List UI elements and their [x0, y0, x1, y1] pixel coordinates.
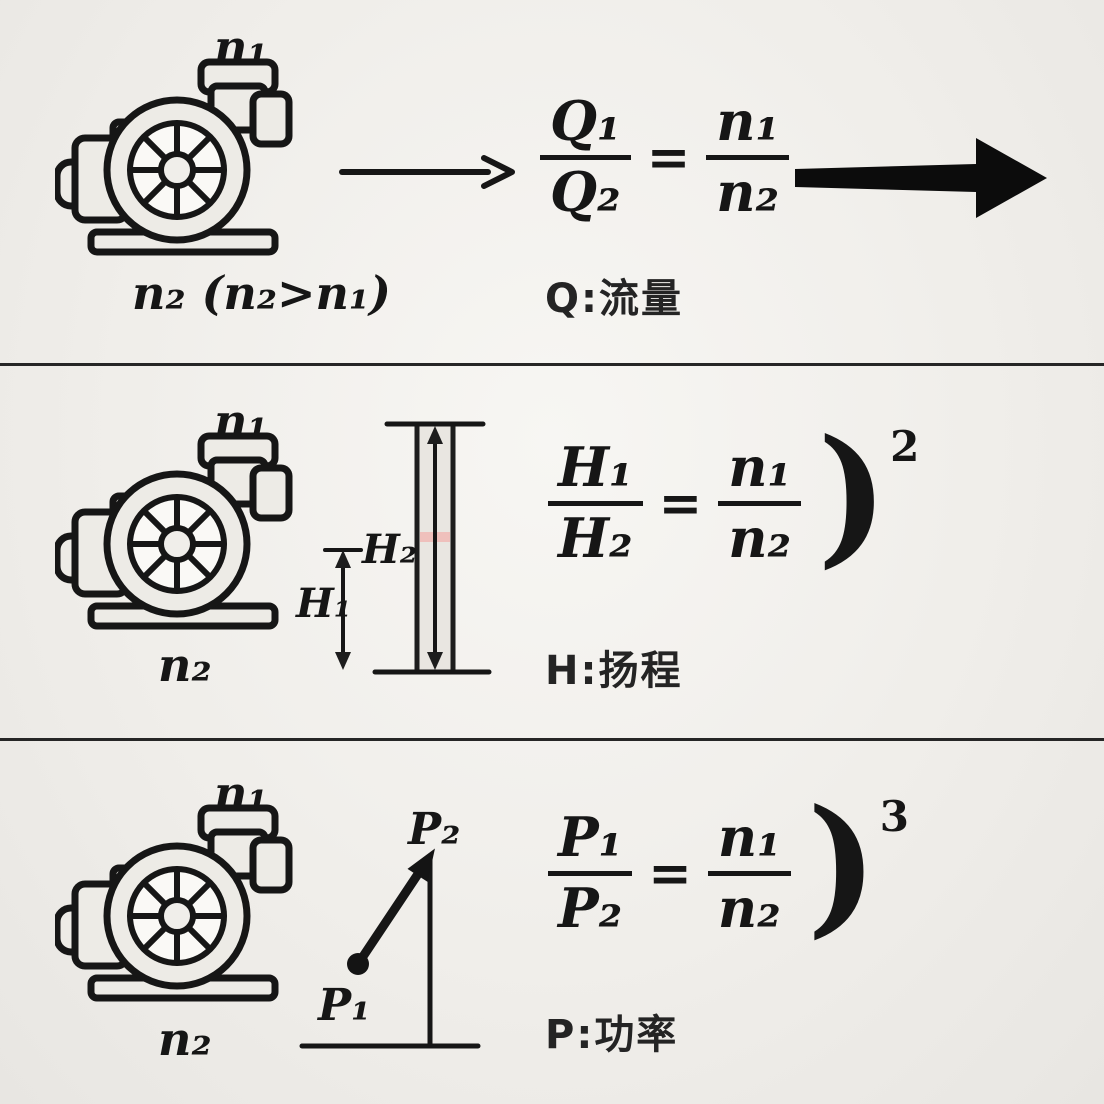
exponent-group: ) 3: [807, 790, 909, 948]
caption-flow: Q:流量: [545, 276, 683, 322]
speed-label-n2: n₂: [158, 638, 212, 692]
fraction-n-denominator: n₂: [716, 159, 780, 224]
power-vector-diagram: [299, 848, 481, 1049]
exponent-value: 2: [890, 422, 920, 471]
fraction-p: P₁ P₂: [548, 810, 633, 940]
speed-label-n2: n₂ (n₂>n₁): [132, 266, 391, 320]
fraction-p-denominator: P₂: [558, 875, 623, 940]
fraction-n: n₁ n₂: [718, 440, 802, 570]
fraction-n-numerator: n₁: [706, 94, 790, 160]
fraction-n: n₁ n₂: [707, 810, 791, 940]
formula-power: P₁ P₂ = n₁ n₂ ) 3: [548, 790, 909, 948]
fraction-h-denominator: H₂: [558, 505, 633, 570]
speed-label-n1: n₁: [214, 394, 268, 448]
divider-2: [0, 738, 1104, 741]
formula-flow: Q₁ Q₂ = n₁ n₂: [540, 82, 807, 232]
fraction-n-denominator: n₂: [717, 875, 781, 940]
fraction-p-numerator: P₁: [548, 810, 633, 876]
exponent-group: ) 2: [817, 420, 920, 578]
speed-label-n1: n₁: [214, 766, 268, 820]
speed-label-n2: n₂: [158, 1012, 212, 1066]
p1-label: P₁: [318, 980, 371, 1031]
equals-sign: =: [646, 126, 691, 188]
fraction-h: H₁ H₂: [548, 440, 643, 565]
exponent-value: 3: [879, 792, 909, 841]
fraction-n-denominator: n₂: [728, 505, 792, 570]
formula-head: H₁ H₂ = n₁ n₂ ) 2: [548, 420, 920, 578]
bold-arrow-icon: [795, 138, 1047, 218]
closing-paren: ): [806, 777, 878, 953]
h1-label: H₁: [296, 580, 352, 627]
fraction-n-numerator: n₁: [707, 810, 791, 876]
fraction-n: n₁ n₂: [706, 94, 790, 224]
fraction-q-denominator: Q₂: [550, 159, 621, 224]
caption-head: H:扬程: [545, 648, 683, 694]
speed-label-n1: n₁: [214, 20, 268, 74]
p2-label: P₂: [408, 804, 461, 855]
closing-paren: ): [817, 407, 889, 583]
fraction-h-numerator: H₁: [548, 440, 643, 506]
equals-sign: =: [658, 472, 703, 534]
fraction-n-numerator: n₁: [718, 440, 802, 506]
h2-label: H₂: [362, 526, 418, 573]
caption-power: P:功率: [545, 1012, 679, 1058]
fraction-q-numerator: Q₁: [540, 94, 631, 160]
right-arrow-icon: [339, 155, 515, 189]
fraction-q: Q₁ Q₂: [540, 94, 631, 219]
divider-1: [0, 363, 1104, 366]
head-measure-diagram: [323, 421, 492, 675]
equals-sign: =: [648, 842, 692, 904]
